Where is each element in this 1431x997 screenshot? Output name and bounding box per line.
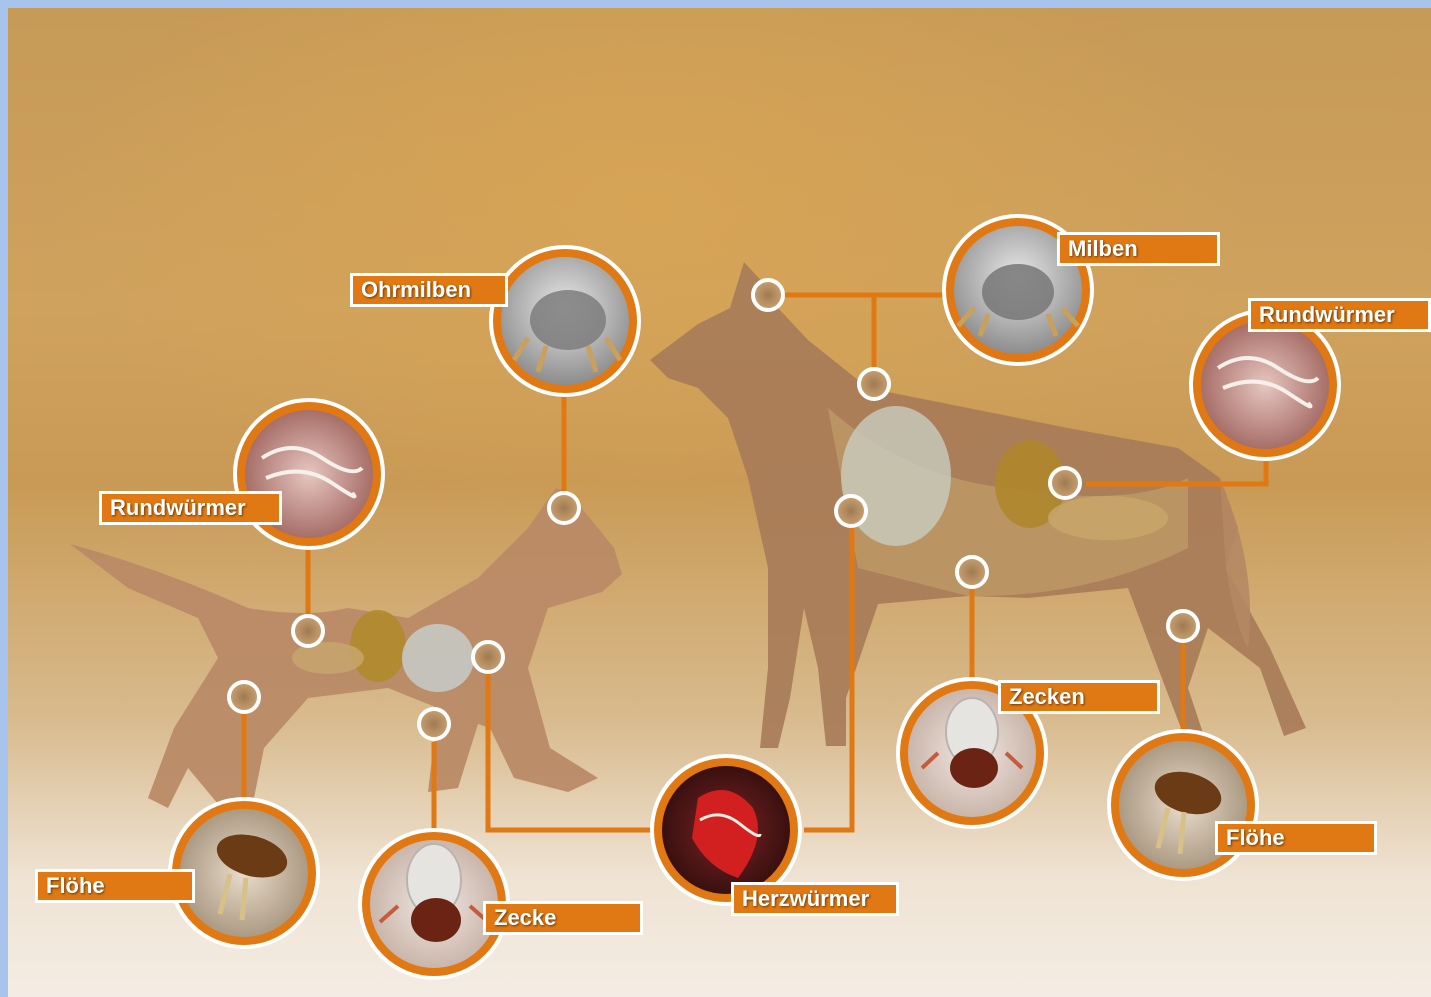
spot-marker-cat-ear bbox=[549, 493, 579, 523]
label-floehe-dog: Flöhe bbox=[1215, 821, 1377, 855]
diagram-frame: Milben Ohrmilben Rundwürmer Rundwürmer Z… bbox=[8, 8, 1431, 997]
spot-marker-dog-belly bbox=[957, 557, 987, 587]
magnifier-ohrmilben bbox=[491, 247, 639, 395]
magnifier-rundwuermer-cat bbox=[235, 400, 383, 548]
spot-marker-cat-leg bbox=[419, 709, 449, 739]
label-rundwuermer-cat: Rundwürmer bbox=[99, 491, 282, 525]
label-ohrmilben: Ohrmilben bbox=[350, 273, 508, 307]
spot-marker-cat-intestine bbox=[293, 616, 323, 646]
label-zecken: Zecken bbox=[998, 680, 1160, 714]
label-zecke: Zecke bbox=[483, 901, 643, 935]
magnifier-rundwuermer-dog bbox=[1191, 311, 1339, 459]
label-herzwuermer: Herzwürmer bbox=[731, 882, 899, 916]
spot-marker-dog-heart bbox=[836, 496, 866, 526]
label-floehe-cat: Flöhe bbox=[35, 869, 195, 903]
spot-marker-cat-heart bbox=[473, 642, 503, 672]
spot-marker-dog-intestine bbox=[1050, 468, 1080, 498]
spot-marker-dog-leg bbox=[1168, 611, 1198, 641]
spot-marker-cat-back bbox=[229, 682, 259, 712]
spot-marker-dog-back bbox=[859, 369, 889, 399]
label-rundwuermer-dog: Rundwürmer bbox=[1248, 298, 1431, 332]
spot-marker-dog-ear bbox=[753, 280, 783, 310]
label-milben: Milben bbox=[1057, 232, 1220, 266]
magnifier-floehe-dog bbox=[1109, 731, 1257, 879]
